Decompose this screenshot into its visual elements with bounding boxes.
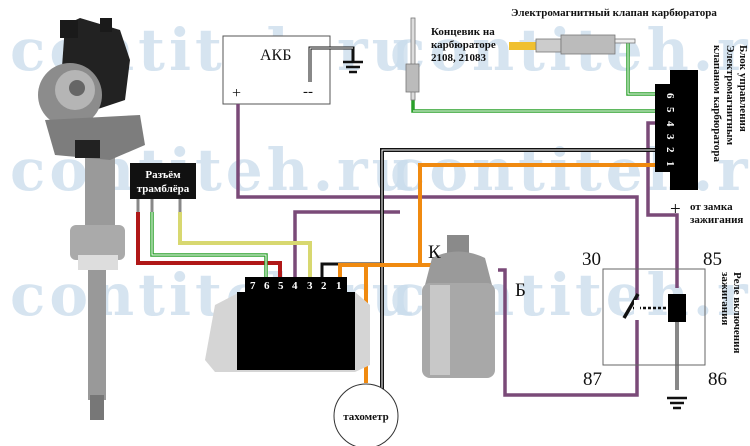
- control-pin-2: 2: [664, 147, 676, 153]
- wires: [136, 42, 679, 400]
- battery-plus: +: [232, 85, 241, 102]
- coil-terminal-k: К: [428, 242, 441, 263]
- limit-switch-label: карбюраторе: [431, 39, 496, 51]
- distributor-connector-label: трамблёра: [137, 183, 190, 195]
- wire-purple-battery: [236, 104, 639, 397]
- control-unit-label: клапаном карбюратора: [711, 45, 723, 162]
- commutator-pin-1: 1: [336, 280, 342, 292]
- relay-label: зажигания: [719, 272, 731, 325]
- wire-yellow: [178, 212, 312, 278]
- commutator-pin-7: 7: [250, 280, 256, 292]
- relay-terminal-85: 85: [703, 249, 722, 270]
- ground-icon: [343, 60, 363, 74]
- control-pin-4: 4: [664, 121, 676, 127]
- commutator-pin-3: 3: [307, 280, 313, 292]
- ground-icon: [667, 396, 687, 410]
- distributor-connector-label: Разъём: [145, 169, 181, 181]
- ignition-label: зажигания: [690, 214, 743, 226]
- carburetor-valve: Электромагнитный клапан карбюратора: [509, 7, 717, 55]
- control-pin-3: 3: [664, 134, 676, 140]
- control-pin-6: 6: [664, 93, 676, 99]
- control-pin-5: 5: [664, 107, 676, 113]
- carb-control-unit: 6 5 4 3 2 1 Блок управления Электромагни…: [655, 45, 749, 190]
- tachometer-label: тахометр: [343, 411, 388, 423]
- relay-terminal-87: 87: [583, 369, 602, 390]
- ignition-relay: 30 85 87 86 Реле включения зажигания: [582, 249, 743, 390]
- relay-terminal-30: 30: [582, 249, 601, 270]
- distributor-connector: Разъём трамблёра: [130, 163, 196, 199]
- coil-terminal-b: Б: [515, 280, 526, 301]
- control-unit-label: Электромагнитным: [724, 45, 736, 146]
- relay-terminal-86: 86: [708, 369, 727, 390]
- ignition-plus: +: [670, 199, 681, 220]
- commutator-pin-2: 2: [321, 280, 327, 292]
- relay-label: Реле включения: [731, 272, 743, 353]
- ignition-switch-feed: + от замка зажигания: [670, 199, 743, 226]
- wire-purple-pin4: [293, 210, 400, 278]
- ignition-commutator: 7 6 5 4 3 2 1: [205, 277, 370, 372]
- battery-minus: --: [303, 84, 313, 100]
- battery: АКБ + --: [222, 35, 355, 105]
- tachometer: тахометр: [333, 383, 399, 446]
- wire-red: [136, 212, 282, 278]
- limit-switch: Концевик на карбюраторе 2108, 21083: [405, 17, 496, 101]
- wire-purple-ignition: [646, 121, 679, 288]
- carb-valve-label: Электромагнитный клапан карбюратора: [511, 7, 717, 19]
- ignition-coil: К Б: [422, 235, 526, 378]
- ignition-label: от замка: [690, 201, 733, 213]
- battery-label: АКБ: [260, 47, 291, 64]
- limit-switch-label: 2108, 21083: [431, 52, 487, 64]
- commutator-pin-6: 6: [264, 280, 270, 292]
- commutator-pin-4: 4: [292, 280, 298, 292]
- commutator-pin-5: 5: [278, 280, 284, 292]
- control-unit-label: Блок управления: [737, 45, 749, 132]
- control-pin-1: 1: [664, 161, 676, 167]
- limit-switch-label: Концевик на: [431, 26, 495, 38]
- distributor-image: [38, 18, 145, 420]
- wire-green-limit-switch: [411, 100, 660, 113]
